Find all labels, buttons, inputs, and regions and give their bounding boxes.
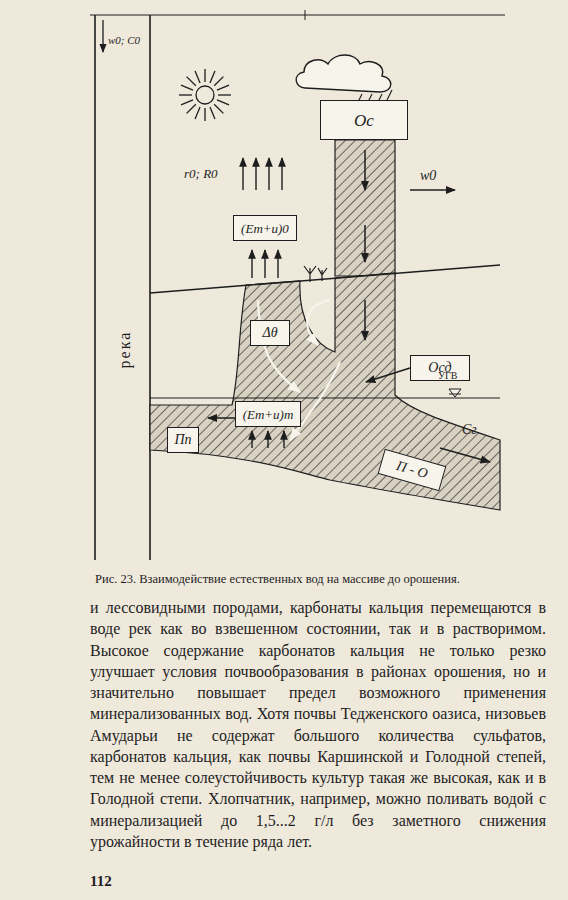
box-label: Пп xyxy=(174,433,191,447)
water-table-mark xyxy=(449,389,461,397)
ground-surface xyxy=(150,265,500,293)
wind-arrow xyxy=(410,189,455,191)
evaporation-arrow xyxy=(255,158,256,190)
sun-ray xyxy=(204,108,205,121)
sun-ray xyxy=(217,100,229,105)
sun-ray xyxy=(214,77,223,86)
cloud xyxy=(296,55,391,92)
sun-ray xyxy=(218,94,231,95)
sun xyxy=(179,69,231,121)
evaporation-arrow xyxy=(283,431,284,448)
sun-ray xyxy=(195,71,200,83)
evaporation-arrow xyxy=(251,250,252,278)
sun-ray xyxy=(210,71,215,83)
evaporation-arrow xyxy=(251,431,252,448)
outflow-box: Пп xyxy=(167,427,199,453)
sun-ray xyxy=(181,85,193,90)
river-bank xyxy=(94,15,96,560)
sun-ray xyxy=(217,85,229,90)
sun-ray xyxy=(214,104,223,113)
evaporation-box: (Eт+и)т xyxy=(235,401,301,427)
radiation-label: r0; R0 xyxy=(184,166,244,182)
moisture-box: Δθ xyxy=(250,320,290,346)
water-table xyxy=(150,397,500,398)
river-flow-label: w0; C0 xyxy=(108,34,150,47)
evaporation-arrow xyxy=(281,158,282,190)
evaporation-box: (Eт+и)0 xyxy=(233,215,297,241)
evaporation-arrow xyxy=(267,431,268,448)
flow-arrow xyxy=(364,225,366,262)
river-label: река xyxy=(115,310,134,390)
page-number: 112 xyxy=(90,872,150,890)
sun-ray xyxy=(179,94,192,95)
infiltration-arrow xyxy=(307,300,330,345)
top-rule xyxy=(90,15,505,16)
box-label: Δθ xyxy=(262,326,277,340)
figure-caption: Рис. 23. Взаимодействие естественных вод… xyxy=(95,572,535,587)
flow-arrow xyxy=(366,368,410,382)
layer-label: Cг xyxy=(462,422,492,439)
evaporation-arrow xyxy=(268,158,269,190)
flow-arrow xyxy=(440,448,490,462)
sun-ray xyxy=(210,107,215,119)
box-label: (Eт+и)т xyxy=(243,408,294,421)
water-table-label: УГВ xyxy=(438,370,472,382)
flow-arrow xyxy=(364,300,366,340)
tick xyxy=(305,10,306,20)
plants xyxy=(304,266,327,282)
sun-ray xyxy=(181,100,193,105)
wind-label: w0 xyxy=(420,168,450,185)
sun-ray xyxy=(187,77,196,86)
flow-arrow xyxy=(102,20,103,52)
box-label: Oс xyxy=(354,112,374,129)
groundwater-flow xyxy=(150,273,500,510)
river-bank xyxy=(149,15,151,560)
flow-arrow xyxy=(364,150,366,190)
body-text: и лессовидными породами, карбонаты кальц… xyxy=(90,597,546,852)
sun-ray xyxy=(195,107,200,119)
water-table-mark xyxy=(449,394,461,395)
evaporation-arrow xyxy=(242,158,243,190)
infiltration-arrow xyxy=(258,300,300,392)
box-label: П - О xyxy=(395,459,430,481)
precipitation-box: Oс xyxy=(320,100,408,140)
sun-ray xyxy=(187,104,196,113)
sun-ray xyxy=(204,69,205,82)
evaporation-arrow xyxy=(277,250,278,278)
evaporation-arrow xyxy=(264,250,265,278)
box-label: (Eт+и)0 xyxy=(241,222,289,235)
precipitation-column xyxy=(335,140,395,276)
